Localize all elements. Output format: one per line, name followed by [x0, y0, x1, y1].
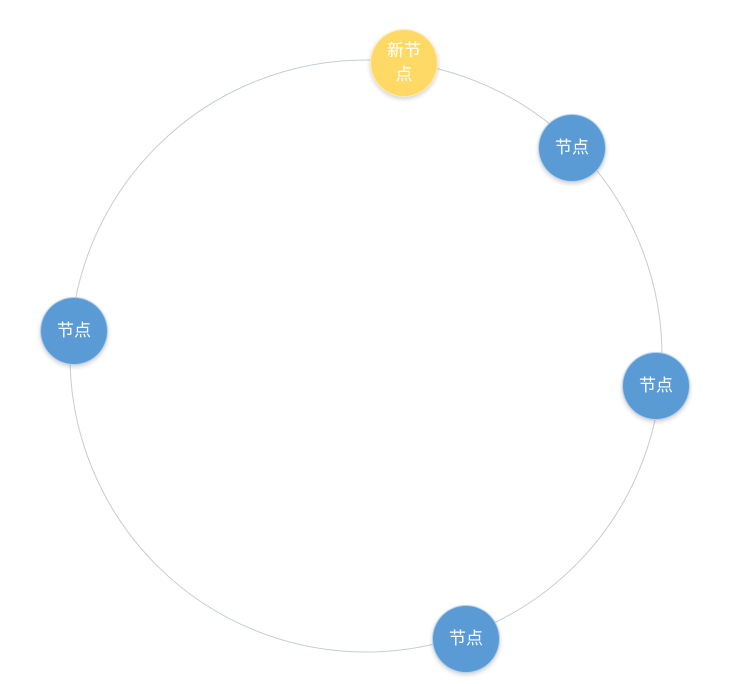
ring-node-label: 节点 [57, 321, 91, 341]
new-node[interactable]: 新节点 [370, 29, 438, 97]
ring-node-1[interactable]: 节点 [538, 114, 606, 182]
new-node-label: 新节点 [387, 41, 421, 85]
ring-node-label: 节点 [555, 138, 589, 158]
ring-node-label: 节点 [449, 629, 483, 649]
ring-node-label: 节点 [639, 376, 673, 396]
ring-node-2[interactable]: 节点 [622, 352, 690, 420]
ring-node-4[interactable]: 节点 [40, 297, 108, 365]
ring-node-3[interactable]: 节点 [432, 605, 500, 673]
